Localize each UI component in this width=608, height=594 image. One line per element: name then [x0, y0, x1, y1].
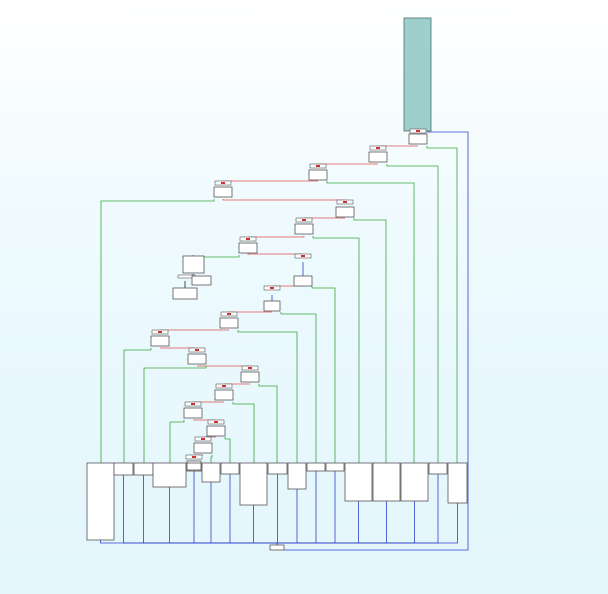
exit-block-2[interactable]: [133, 462, 154, 476]
edge-false-5: [247, 236, 305, 240]
nodes-layer: [86, 17, 468, 551]
edge-merge-14: [276, 501, 415, 546]
decision-marker-14: [191, 403, 195, 405]
decision-marker-16: [201, 438, 205, 440]
exit-block-11[interactable]: [325, 462, 345, 472]
exit-block-0[interactable]: [86, 462, 115, 541]
decision-marker-17: [192, 456, 196, 458]
exit-block-13[interactable]: [372, 462, 401, 502]
edge-true-13: [232, 402, 255, 463]
exit-block-12[interactable]: [344, 462, 373, 502]
decision-block-4[interactable]: [335, 206, 355, 218]
edge-true-3: [100, 199, 215, 463]
edge-true-1: [386, 164, 439, 463]
edge-true-10: [123, 348, 152, 463]
edge-true-14: [169, 420, 185, 463]
edge-true-7: [311, 286, 336, 463]
exit-block-10[interactable]: [306, 462, 326, 472]
edge-true-16: [210, 455, 213, 463]
decision-block-15[interactable]: [206, 425, 226, 437]
decision-marker-9: [227, 313, 231, 315]
decision-block-6[interactable]: [238, 242, 258, 254]
tree-root-block[interactable]: [182, 255, 205, 274]
exit-block-4[interactable]: [186, 462, 202, 471]
exit-block-5[interactable]: [201, 462, 221, 483]
edge-unconditional-inner: [271, 262, 304, 301]
decision-block-12[interactable]: [240, 371, 260, 383]
decision-block-14[interactable]: [183, 407, 203, 419]
decision-marker-2: [316, 165, 320, 167]
edge-true-5: [312, 236, 360, 463]
decision-block-1[interactable]: [368, 151, 388, 163]
decision-block-7[interactable]: [293, 275, 313, 287]
edge-false-3: [222, 199, 346, 203]
tree-left-block[interactable]: [172, 287, 198, 300]
decision-marker-7: [301, 255, 305, 257]
edge-true-4: [353, 218, 387, 463]
edge-true-12: [258, 384, 278, 463]
exit-block-6[interactable]: [220, 462, 240, 475]
exit-block-8[interactable]: [267, 462, 288, 475]
decision-marker-15: [214, 421, 218, 423]
decision-block-8[interactable]: [263, 300, 281, 312]
decision-marker-10: [158, 331, 162, 333]
edge-false-2: [222, 180, 318, 184]
edge-merge-16: [276, 503, 458, 546]
decision-block-16[interactable]: [193, 442, 213, 454]
edge-false-1: [317, 163, 378, 167]
decision-block-11[interactable]: [187, 353, 207, 365]
decision-block-3[interactable]: [213, 186, 233, 198]
decision-marker-11: [195, 349, 199, 351]
decision-marker-1: [376, 147, 380, 149]
decision-marker-6: [246, 238, 250, 240]
decision-marker-3: [221, 182, 225, 184]
tree-right-block[interactable]: [191, 275, 212, 286]
edge-true-8: [280, 312, 317, 463]
exit-block-15[interactable]: [428, 462, 448, 475]
edge-merge-9: [276, 489, 298, 546]
decision-marker-0: [416, 130, 420, 132]
exit-block-1[interactable]: [113, 462, 134, 476]
merge-block[interactable]: [269, 544, 285, 551]
decision-marker-13: [222, 385, 226, 387]
decision-marker-4: [343, 201, 347, 203]
exit-block-3[interactable]: [152, 462, 187, 488]
exit-block-7[interactable]: [239, 462, 268, 506]
decision-marker-5: [302, 219, 306, 221]
edge-true-9: [237, 330, 298, 463]
entry-block-node[interactable]: [403, 17, 432, 132]
decision-block-2[interactable]: [308, 169, 328, 181]
decision-marker-12: [248, 367, 252, 369]
edge-merge-7: [253, 505, 278, 546]
edge-true-11: [143, 366, 207, 463]
edge-true-0: [426, 146, 458, 463]
decision-block-5[interactable]: [294, 223, 314, 235]
edge-merge-12: [276, 501, 359, 546]
edge-merge-8: [276, 474, 278, 546]
exit-block-9[interactable]: [287, 462, 307, 490]
decision-block-13[interactable]: [214, 389, 234, 401]
edge-merge-13: [276, 501, 387, 546]
edge-loop-back: [284, 131, 469, 551]
exit-block-14[interactable]: [400, 462, 429, 502]
exit-block-16[interactable]: [447, 462, 468, 504]
decision-block-10[interactable]: [150, 335, 170, 347]
decision-marker-8: [270, 287, 274, 289]
decision-block-9[interactable]: [219, 317, 239, 329]
edge-true-15: [224, 437, 231, 463]
decision-block-0[interactable]: [408, 133, 428, 145]
edge-true-2: [326, 181, 415, 463]
edge-false-9: [159, 329, 229, 333]
